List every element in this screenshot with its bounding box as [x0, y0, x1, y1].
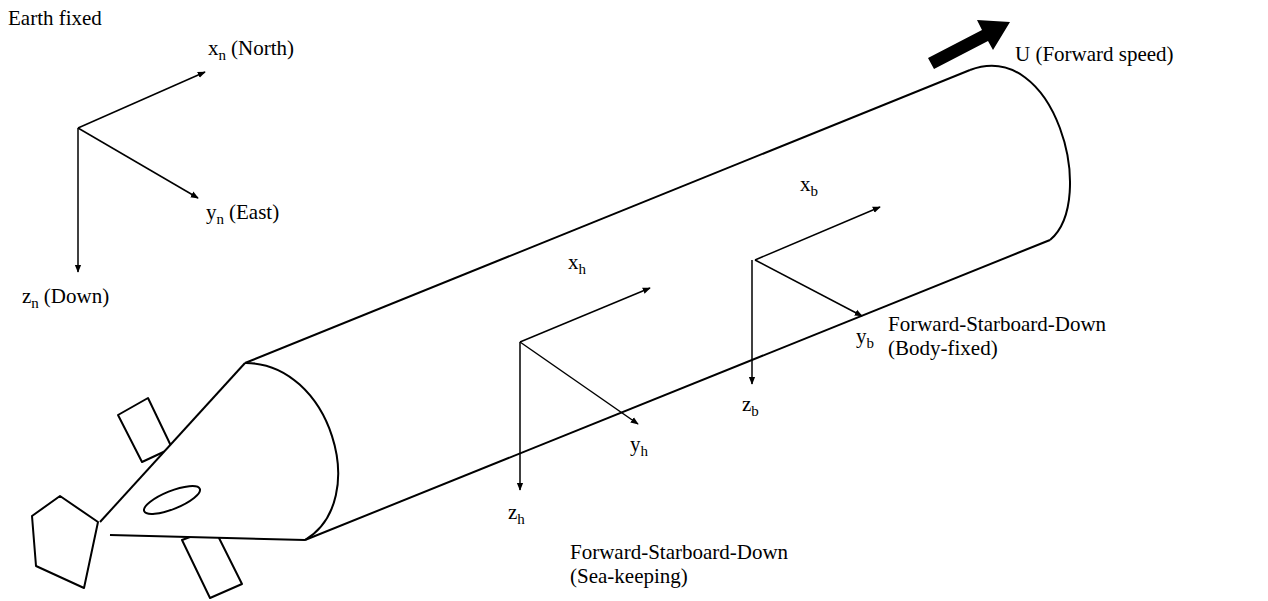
axis-label-group: zb — [742, 392, 759, 423]
axis-label: x — [208, 36, 219, 60]
propeller-hole — [141, 480, 203, 519]
axis-label-group: xh — [568, 250, 586, 281]
axis-arrow — [520, 288, 650, 342]
axis-label: z — [508, 500, 517, 524]
axis-label: (East) — [229, 200, 279, 224]
speed-label-group: U (Forward speed) — [1015, 42, 1174, 66]
hull-rear-end — [245, 363, 338, 540]
frame-title: Earth fixed — [8, 6, 102, 30]
axis-label: x — [568, 250, 579, 274]
body-frame — [752, 207, 880, 384]
axis-label: x — [800, 172, 811, 196]
axis-subscript: b — [811, 183, 819, 199]
axis-subscript: h — [517, 511, 525, 527]
axis-label-group: xn(North) — [208, 36, 294, 67]
speed-arrow — [928, 20, 1010, 69]
axis-arrow — [77, 128, 79, 272]
axis-label: y — [206, 200, 217, 224]
axis-arrow — [520, 342, 638, 424]
axis-arrow — [78, 72, 205, 128]
axis-subscript: h — [641, 443, 649, 459]
frame-caption: Forward-Starboard-Down (Body-fixed) — [888, 312, 1106, 360]
axis-arrow — [755, 207, 880, 260]
frame-caption-group: Forward-Starboard-Down (Sea-keeping) — [570, 540, 832, 588]
frame-title-group: Earth fixed — [8, 6, 102, 30]
axis-label-group: yn(East) — [206, 200, 279, 231]
axis-subscript: b — [867, 335, 875, 351]
axis-subscript: n — [31, 295, 39, 311]
axis-subscript: b — [751, 403, 759, 419]
speed-label: U (Forward speed) — [1015, 42, 1174, 66]
axis-arrow — [519, 342, 521, 490]
hull-nose — [970, 66, 1070, 240]
rudder-fin — [32, 496, 98, 588]
axis-label-group: zn (Down) — [22, 284, 109, 315]
axis-label: y — [630, 432, 641, 456]
axis-label-group: xb — [800, 172, 818, 203]
tail-cone-edge — [110, 535, 305, 540]
hull-edge — [305, 240, 1050, 540]
hull-edge — [245, 70, 970, 363]
axis-label: (North) — [231, 36, 294, 60]
axis-label: z — [742, 392, 751, 416]
frame-caption-group: Forward-Starboard-Down (Body-fixed) — [888, 312, 1138, 360]
axis-subscript: n — [217, 211, 225, 227]
axis-label-group: zh — [508, 500, 525, 531]
axis-label: z — [22, 284, 31, 308]
axis-label-group: yh — [630, 432, 648, 463]
seakeeping-frame — [520, 288, 650, 490]
axis-arrow — [755, 260, 862, 316]
tail-cone — [100, 363, 305, 540]
earth-frame — [78, 72, 205, 272]
axis-arrow — [78, 128, 198, 198]
axis-subscript: n — [219, 47, 227, 63]
axis-label: y — [856, 324, 867, 348]
axis-subscript: h — [579, 261, 587, 277]
frame-caption: Forward-Starboard-Down (Sea-keeping) — [570, 540, 788, 588]
tail-cone-edge — [100, 363, 245, 522]
axis-label: (Down) — [44, 284, 109, 308]
axis-label-group: yb — [856, 324, 874, 355]
axis-arrow — [751, 260, 753, 384]
